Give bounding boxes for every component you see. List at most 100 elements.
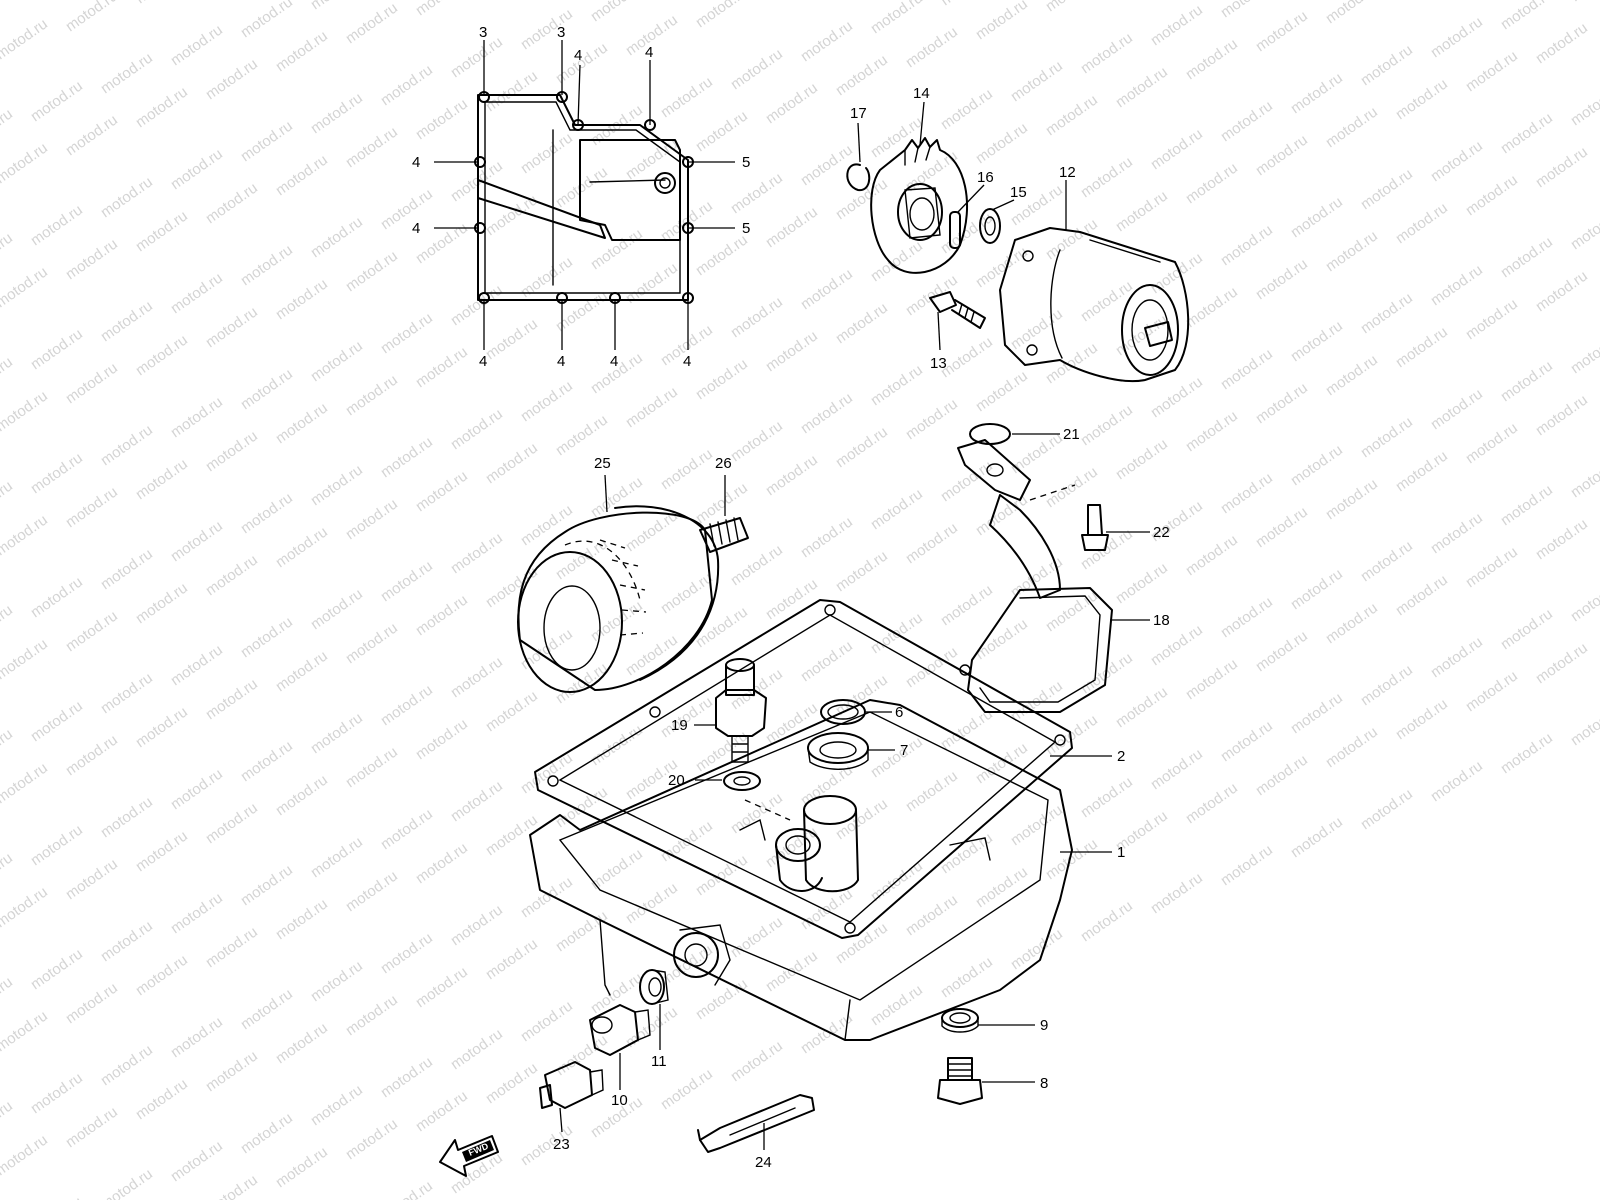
watermark-text: motod.ru	[343, 991, 401, 1039]
callout-13: 13	[930, 355, 947, 372]
watermark-text: motod.ru	[343, 0, 401, 47]
watermark-text: motod.ru	[343, 247, 401, 295]
watermark-text: motod.ru	[1533, 391, 1591, 439]
watermark-text: motod.ru	[98, 793, 156, 841]
watermark-text: motod.ru	[903, 23, 961, 71]
watermark-text: motod.ru	[203, 799, 261, 847]
watermark-text: motod.ru	[413, 839, 471, 887]
callout-4c: 4	[412, 154, 420, 171]
watermark-text: motod.ru	[1218, 221, 1276, 269]
watermark-text: motod.ru	[1428, 137, 1486, 185]
watermark-text: motod.ru	[483, 1059, 541, 1107]
watermark-text: motod.ru	[343, 123, 401, 171]
watermark-text: motod.ru	[728, 293, 786, 341]
watermark-text: motod.ru	[98, 297, 156, 345]
callout-12: 12	[1059, 164, 1076, 181]
watermark-text: motod.ru	[0, 1131, 51, 1179]
watermark-text: motod.ru	[518, 5, 576, 53]
watermark-text: motod.ru	[0, 973, 16, 1021]
watermark-text: motod.ru	[903, 767, 961, 815]
watermark-text: motod.ru	[658, 569, 716, 617]
watermark-text: motod.ru	[1288, 441, 1346, 489]
watermark-text: motod.ru	[1358, 289, 1416, 337]
oil-pan-gasket-inset	[474, 91, 694, 304]
watermark-text: motod.ru	[63, 483, 121, 531]
watermark-text: motod.ru	[203, 179, 261, 227]
watermark-text: motod.ru	[938, 581, 996, 629]
callout-20: 20	[668, 772, 685, 789]
watermark-text: motod.ru	[168, 393, 226, 441]
watermark-text: motod.ru	[1323, 351, 1381, 399]
watermark-text: motod.ru	[938, 0, 996, 9]
watermark-text: motod.ru	[1498, 357, 1556, 405]
watermark-text: motod.ru	[1498, 0, 1556, 33]
watermark-text: motod.ru	[133, 455, 191, 503]
watermark-text: motod.ru	[0, 477, 16, 525]
callout-6: 6	[895, 704, 903, 721]
watermark-text: motod.ru	[0, 601, 16, 649]
callout-4d: 4	[412, 220, 420, 237]
watermark-text: motod.ru	[728, 169, 786, 217]
watermark-text: motod.ru	[1428, 633, 1486, 681]
watermark-text: motod.ru	[1113, 559, 1171, 607]
watermark-text: motod.ru	[763, 0, 821, 3]
watermark-text: motod.ru	[28, 1193, 86, 1200]
watermark-text: motod.ru	[868, 237, 926, 285]
watermark-text: motod.ru	[133, 579, 191, 627]
watermark-text: motod.ru	[448, 901, 506, 949]
callout-4f: 4	[557, 353, 565, 370]
watermark-text: motod.ru	[168, 517, 226, 565]
watermark-text: motod.ru	[1043, 91, 1101, 139]
watermark-text: motod.ru	[203, 1047, 261, 1095]
watermark-text: motod.ru	[63, 855, 121, 903]
watermark-text: motod.ru	[413, 219, 471, 267]
watermark-text: motod.ru	[133, 0, 191, 7]
watermark-text: motod.ru	[1218, 97, 1276, 145]
watermark-text: motod.ru	[833, 919, 891, 967]
watermark-text: motod.ru	[728, 913, 786, 961]
watermark-text: motod.ru	[1148, 373, 1206, 421]
watermark-text: motod.ru	[378, 805, 436, 853]
watermark-text: motod.ru	[98, 173, 156, 221]
watermark-text: motod.ru	[1393, 571, 1451, 619]
watermark-text: motod.ru	[203, 1171, 261, 1200]
watermark-text: motod.ru	[1113, 187, 1171, 235]
watermark-text: motod.ru	[238, 489, 296, 537]
watermark-text: motod.ru	[168, 641, 226, 689]
watermark-text: motod.ru	[0, 229, 16, 277]
watermark-text: motod.ru	[1218, 345, 1276, 393]
watermark-text: motod.ru	[483, 315, 541, 363]
watermark-text: motod.ru	[28, 1069, 86, 1117]
sensor-23	[539, 1061, 604, 1109]
callout-4b: 4	[645, 44, 653, 61]
watermark-text: motod.ru	[553, 411, 611, 459]
watermark-text: motod.ru	[1148, 869, 1206, 917]
watermark-text: motod.ru	[1323, 475, 1381, 523]
watermark-text: motod.ru	[378, 1053, 436, 1101]
watermark-text: motod.ru	[1323, 723, 1381, 771]
watermark-text: motod.ru	[378, 1177, 436, 1200]
watermark-text: motod.ru	[1008, 801, 1066, 849]
watermark-text: motod.ru	[28, 77, 86, 125]
watermark-text: motod.ru	[1043, 339, 1101, 387]
watermark-text: motod.ru	[833, 51, 891, 99]
watermark-text: motod.ru	[973, 615, 1031, 663]
watermark-text: motod.ru	[343, 495, 401, 543]
watermark-text: motod.ru	[868, 0, 926, 37]
watermark-text: motod.ru	[1463, 543, 1521, 591]
watermark-text: motod.ru	[1288, 689, 1346, 737]
watermark-text: motod.ru	[1428, 509, 1486, 557]
callout-5b: 5	[742, 220, 750, 237]
watermark-text: motod.ru	[63, 979, 121, 1027]
watermark-text: motod.ru	[1498, 729, 1556, 777]
watermark-text: motod.ru	[308, 461, 366, 509]
watermark-text: motod.ru	[448, 777, 506, 825]
watermark-text: motod.ru	[518, 749, 576, 797]
watermark-text: motod.ru	[833, 547, 891, 595]
watermark-text: motod.ru	[1323, 0, 1381, 27]
watermark-text: motod.ru	[308, 1081, 366, 1129]
watermark-text: motod.ru	[98, 421, 156, 469]
watermark-text: motod.ru	[763, 451, 821, 499]
watermark-text: motod.ru	[133, 827, 191, 875]
